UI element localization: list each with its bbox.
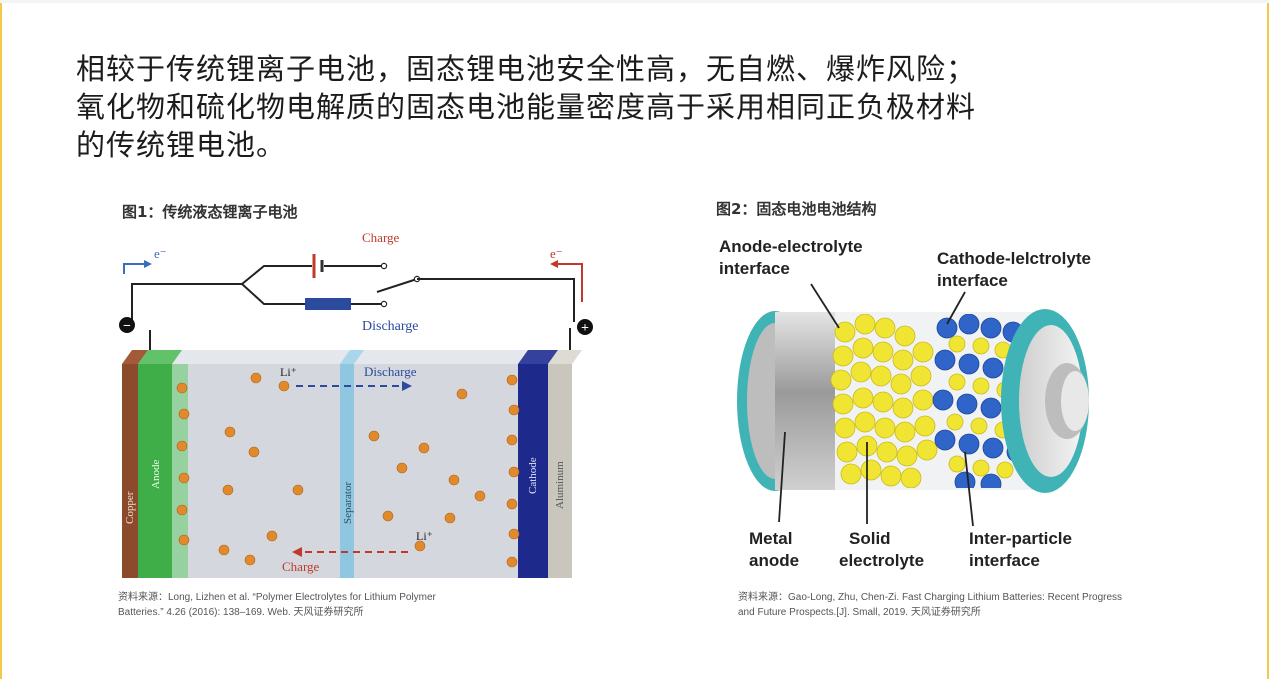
- figure1-liquid-battery-diagram: Charge Discharge e⁻ e⁻ − + Copper Anode …: [119, 230, 593, 578]
- headline-line-1: 相较于传统锂离子电池，固态锂电池安全性高，无自燃、爆炸风险；: [76, 52, 977, 86]
- li-ion-label-bottom: Li⁺: [416, 529, 433, 543]
- metal-anode-label-line1: Metal: [749, 529, 792, 548]
- switch-lever: [376, 278, 418, 293]
- cathode-label: Cathode: [527, 457, 539, 494]
- anode-layer: [138, 364, 172, 578]
- anode-interface-label-line1: Anode-electrolyte: [719, 237, 863, 256]
- figure1-title: 图1：传统液态锂离子电池: [122, 203, 298, 221]
- figure2-title: 图2：固态电池电池结构: [716, 200, 877, 218]
- electron-arrow-right-icon: [550, 260, 558, 268]
- electron-label-left: e⁻: [154, 246, 167, 261]
- load-resistor-icon: [305, 298, 351, 310]
- left-edge-stripe: [0, 0, 2, 679]
- figure1-source: 资料来源：Long, Lizhen et al. “Polymer Electr…: [118, 590, 436, 620]
- inter-particle-label-line1: Inter-particle: [969, 529, 1072, 548]
- headline-line-3: 的传统锂电池。: [76, 128, 287, 162]
- solid-electrolyte-particles: [830, 314, 938, 488]
- charge-arrow-icon: [292, 547, 302, 557]
- figure2-source: 资料来源：Gao-Long, Zhu, Chen-Zi. Fast Chargi…: [738, 590, 1122, 620]
- right-edge-stripe: [1267, 0, 1269, 679]
- copper-label: Copper: [124, 491, 136, 524]
- figure1-source-line2: Batteries.” 4.26 (2016): 138–169. Web. 天…: [118, 607, 364, 618]
- li-ion-label-top: Li⁺: [280, 365, 297, 379]
- charge-label-bottom: Charge: [282, 559, 320, 574]
- discharge-arrow-icon: [402, 381, 412, 391]
- top-divider: [0, 0, 1269, 3]
- discharge-label-mid: Discharge: [364, 364, 417, 379]
- metal-anode: [775, 312, 835, 490]
- discharge-label-top: Discharge: [362, 319, 419, 334]
- anode-interface-label-line2: interface: [719, 259, 790, 278]
- figure2-source-line1: 资料来源：Gao-Long, Zhu, Chen-Zi. Fast Chargi…: [738, 592, 1123, 603]
- electron-arrow-left-icon: [144, 260, 152, 268]
- cathode-interface-label-line1: Cathode-lelctrolyte: [937, 249, 1091, 268]
- charge-label-top: Charge: [362, 230, 400, 245]
- metal-anode-label-line2: anode: [749, 551, 799, 570]
- figure2-source-line2: and Future Prospects.[J]. Small, 2019. 天…: [738, 607, 981, 618]
- switch-contact-charge: [380, 262, 388, 270]
- positive-terminal-icon: [577, 319, 593, 335]
- minus-sign: −: [123, 319, 131, 334]
- solid-electrolyte-label-line2: electrolyte: [839, 551, 924, 570]
- figure2-solid-state-battery-diagram: Anode-electrolyte interface Cathode-lelc…: [719, 237, 1091, 570]
- solid-electrolyte-label-line1: Solid: [849, 529, 891, 548]
- copper-current-collector: [122, 364, 138, 578]
- separator-membrane: [340, 364, 354, 578]
- separator-label: Separator: [342, 482, 354, 524]
- negative-terminal-icon: [119, 317, 135, 333]
- electron-label-right: e⁻: [550, 246, 563, 261]
- headline: 相较于传统锂离子电池，固态锂电池安全性高，无自燃、爆炸风险； 氧化物和硫化物电解…: [76, 50, 1196, 164]
- anode-label: Anode: [150, 460, 162, 489]
- plus-sign: +: [581, 321, 589, 336]
- aluminum-current-collector: [548, 364, 572, 578]
- lithium-ions: [176, 372, 520, 568]
- inter-particle-label-line2: interface: [969, 551, 1040, 570]
- figure1-source-line1: 资料来源：Long, Lizhen et al. “Polymer Electr…: [118, 592, 436, 603]
- aluminum-label: Aluminum: [554, 461, 566, 509]
- cathode-layer: [518, 364, 548, 578]
- headline-line-2: 氧化物和硫化物电解质的固态电池能量密度高于采用相同正负极材料: [76, 90, 977, 124]
- cathode-interface-label-line2: interface: [937, 271, 1008, 290]
- switch-contact-discharge: [380, 300, 388, 308]
